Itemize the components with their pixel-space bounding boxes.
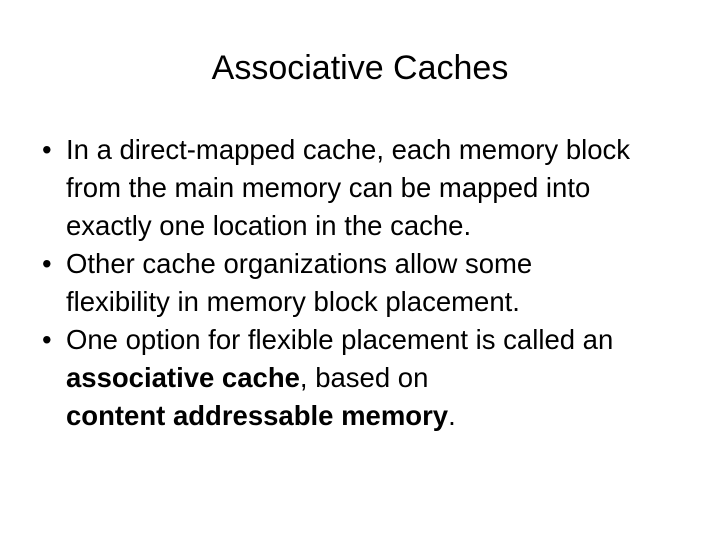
text-line: One option for flexible placement is cal… [66, 321, 696, 359]
text-run: exactly one location in the cache. [66, 210, 472, 241]
list-item: • In a direct-mapped cache, each memory b… [36, 131, 696, 245]
text-line: associative cache, based on [66, 359, 696, 397]
text-run: , based on [299, 362, 429, 393]
text-run: . [448, 400, 456, 431]
text-run: In a direct-mapped cache, each memory bl… [66, 134, 631, 165]
text-run: flexibility in memory block placement. [66, 286, 520, 317]
text-run: One option for flexible placement is cal… [66, 324, 614, 355]
list-item: • One option for flexible placement is ca… [36, 321, 696, 435]
slide-body: • In a direct-mapped cache, each memory b… [36, 131, 696, 435]
text-line: flexibility in memory block placement. [66, 283, 696, 321]
text-line: Other cache organizations allow some [66, 245, 696, 283]
list-item-text: Other cache organizations allow some flex… [66, 245, 696, 321]
text-line: In a direct-mapped cache, each memory bl… [66, 131, 696, 169]
text-line: content addressable memory. [66, 397, 696, 435]
text-run: Other cache organizations allow some [66, 248, 533, 279]
emphasized-term: content addressable memory [66, 400, 449, 431]
list-item: • Other cache organizations allow some fle… [36, 245, 696, 321]
emphasized-term: associative cache [66, 362, 300, 393]
page-title: Associative Caches [211, 49, 509, 87]
text-line: from the main memory can be mapped into [66, 169, 696, 207]
list-item-text: In a direct-mapped cache, each memory bl… [66, 131, 696, 245]
list-item-text: One option for flexible placement is cal… [66, 321, 696, 435]
bullet-point-icon: • [42, 324, 52, 355]
bullet-point-icon: • [42, 134, 52, 165]
bullet-list: • In a direct-mapped cache, each memory b… [36, 131, 696, 435]
text-line: exactly one location in the cache. [66, 207, 696, 245]
text-run: from the main memory can be mapped into [66, 172, 591, 203]
bullet-point-icon: • [42, 248, 52, 279]
